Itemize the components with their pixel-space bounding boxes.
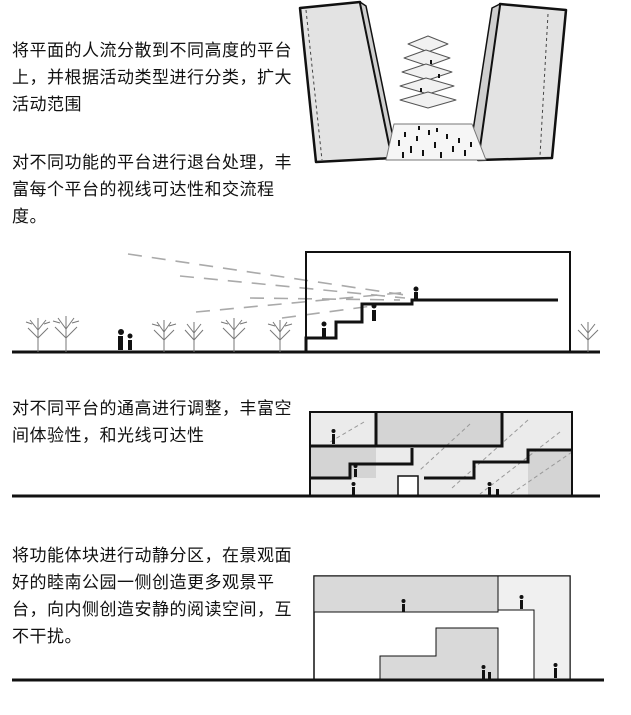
crowd-dots	[398, 60, 472, 158]
sketch-terrace-section	[12, 251, 600, 354]
paragraph-2: 对不同功能的平台进行退台处理，丰富每个平台的视线可达性和交流程度。	[12, 153, 292, 227]
paragraph-4: 将功能体块进行动静分区，在景观面好的睦南公园一侧创造更多观景平台，向内侧创造安静…	[12, 546, 292, 647]
text-block-2: 对不同功能的平台进行退台处理，丰富每个平台的视线可达性和交流程度。	[12, 150, 294, 231]
sketch-height-section	[12, 411, 600, 498]
text-block-4: 将功能体块进行动静分区，在景观面好的睦南公园一侧创造更多观景平台，向内侧创造安静…	[12, 543, 294, 651]
paragraph-1: 将平面的人流分散到不同高度的平台上，并根据活动类型进行分类，扩大活动范围	[12, 41, 292, 115]
floor-slabs	[310, 412, 572, 480]
building-outline	[305, 251, 571, 353]
people-figures	[118, 286, 419, 350]
trees	[25, 316, 599, 352]
people-figures-2	[331, 429, 499, 495]
sight-lines	[127, 253, 413, 319]
door	[397, 475, 419, 497]
people-figures-3	[401, 595, 558, 679]
sketch-perspective	[298, 0, 568, 164]
text-block-3: 对不同平台的通高进行调整，丰富空间体验性，和光线可达性	[12, 396, 294, 450]
floating-platforms	[399, 35, 457, 109]
terrace-steps	[304, 298, 558, 352]
paragraph-3: 对不同平台的通高进行调整，丰富空间体验性，和光线可达性	[12, 399, 292, 446]
sketch-zoning-section	[12, 575, 604, 682]
text-block-1: 将平面的人流分散到不同高度的平台上，并根据活动类型进行分类，扩大活动范围	[12, 38, 294, 119]
